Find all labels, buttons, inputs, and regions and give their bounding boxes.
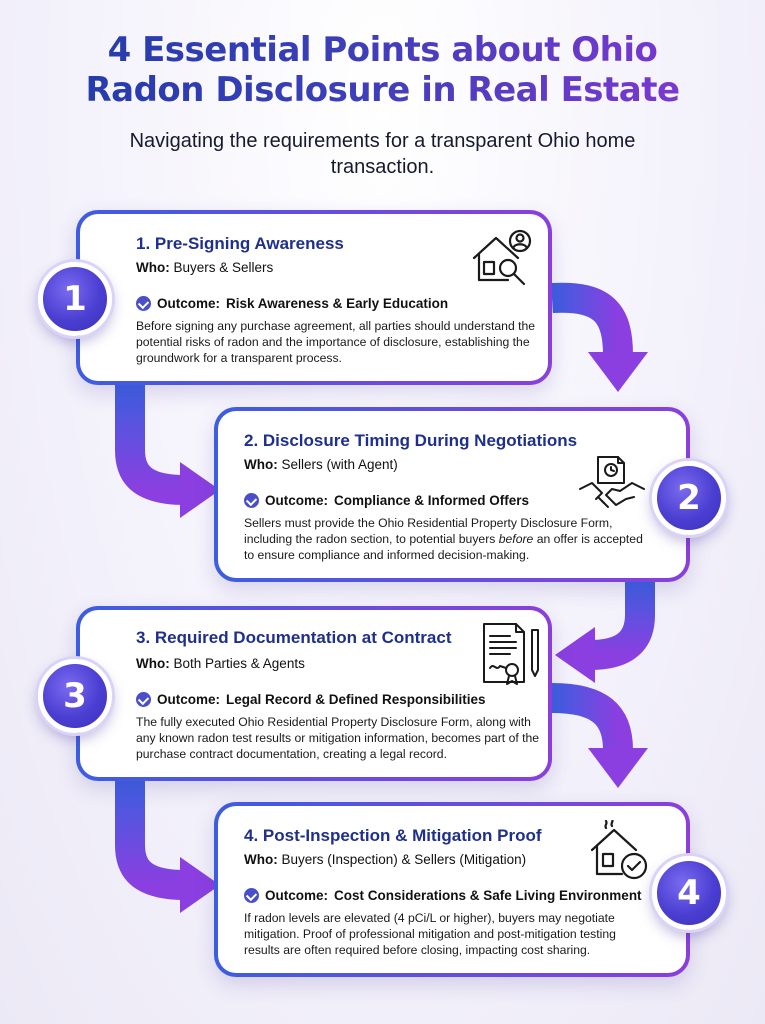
step-who: Who: Buyers (Inspection) & Sellers (Miti… <box>244 852 526 867</box>
step-description: The fully executed Ohio Residential Prop… <box>136 715 540 761</box>
step-outcome: Outcome: Compliance & Informed Offers <box>244 493 529 508</box>
who-value: Buyers (Inspection) & Sellers (Mitigatio… <box>281 852 527 867</box>
check-circle-icon <box>136 692 151 707</box>
step-description: Before signing any purchase agreement, a… <box>136 319 536 365</box>
page-subtitle: Navigating the requirements for a transp… <box>129 130 636 178</box>
outcome-label: Outcome: <box>265 493 329 508</box>
house-search-icon <box>472 229 532 286</box>
step-badge-1: 1 <box>38 262 112 336</box>
step-outcome: Outcome: Legal Record & Defined Responsib… <box>136 692 486 707</box>
who-label: Who: <box>136 656 170 671</box>
check-circle-icon <box>244 493 259 508</box>
description-part: an offer is accepted to ensure complianc… <box>244 532 643 562</box>
step-title: 4. Post-Inspection & Mitigation Proof <box>244 826 542 845</box>
step-badge-2: 2 <box>652 461 726 535</box>
step-badge-3: 3 <box>38 659 112 733</box>
who-label: Who: <box>244 457 278 472</box>
who-value: Sellers (with Agent) <box>281 457 398 472</box>
contract-document-icon <box>483 623 539 685</box>
step-card-3: 3. Required Documentation at Contract Wh… <box>76 606 552 781</box>
step-description: If radon levels are elevated (4 pCi/L or… <box>244 911 616 957</box>
outcome-value: Risk Awareness & Early Education <box>226 296 449 311</box>
arrow-1-to-2 <box>551 282 648 392</box>
step-outcome: Outcome: Cost Considerations & Safe Livin… <box>244 888 642 903</box>
who-value: Both Parties & Agents <box>173 656 305 671</box>
outcome-label: Outcome: <box>265 888 329 903</box>
arrow-3-left-down <box>115 780 220 913</box>
arrow-2-to-3 <box>555 582 655 683</box>
outcome-label: Outcome: <box>157 692 221 707</box>
arrow-1-left-down <box>115 385 220 518</box>
outcome-value: Legal Record & Defined Responsibilities <box>226 692 486 707</box>
step-title: 3. Required Documentation at Contract <box>136 628 452 647</box>
outcome-value: Cost Considerations & Safe Living Enviro… <box>334 888 642 903</box>
step-card-4: 4. Post-Inspection & Mitigation Proof Wh… <box>214 802 690 977</box>
outcome-value: Compliance & Informed Offers <box>334 493 530 508</box>
step-title: 2. Disclosure Timing During Negotiations <box>244 431 578 450</box>
who-label: Who: <box>244 852 278 867</box>
step-who: Who: Both Parties & Agents <box>136 656 305 671</box>
step-card-2: 2. Disclosure Timing During Negotiations… <box>214 407 690 582</box>
step-who: Who: Buyers & Sellers <box>136 260 273 275</box>
check-circle-icon <box>136 296 151 311</box>
who-value: Buyers & Sellers <box>173 260 274 275</box>
house-badge-icon <box>590 820 648 880</box>
who-label: Who: <box>136 260 170 275</box>
step-outcome: Outcome: Risk Awareness & Early Education <box>136 296 448 311</box>
step-card-1: 1. Pre-Signing Awareness Who: Buyers & S… <box>76 210 552 385</box>
arrow-3-to-4 <box>551 683 648 788</box>
step-who: Who: Sellers (with Agent) <box>244 457 398 472</box>
step-description: Sellers must provide the Ohio Residentia… <box>244 515 649 563</box>
step-badge-4: 4 <box>652 856 726 930</box>
handshake-document-icon <box>579 456 645 508</box>
description-emphasis: before <box>498 532 534 546</box>
check-circle-icon <box>244 888 259 903</box>
description-part: Sellers must provide the Ohio Residentia… <box>244 516 613 546</box>
outcome-label: Outcome: <box>157 296 221 311</box>
step-title: 1. Pre-Signing Awareness <box>136 234 344 253</box>
